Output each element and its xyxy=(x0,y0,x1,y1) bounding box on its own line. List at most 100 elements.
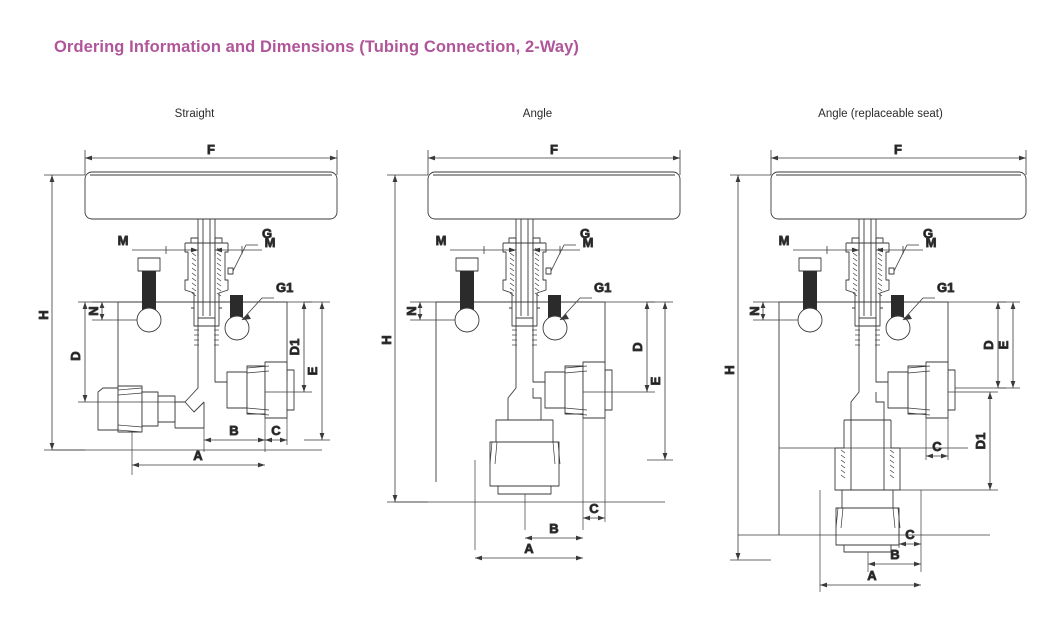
dim-label-C-mid: C xyxy=(932,439,942,454)
valve-bonnet xyxy=(184,237,234,309)
dim-label-H: H xyxy=(36,310,51,319)
diagram-panel-angle-replaceable-seat: Angle (replaceable seat) F xyxy=(708,100,1053,600)
dim-label-D: D xyxy=(630,342,645,351)
dim-E xyxy=(647,301,673,461)
dim-G-leader xyxy=(893,244,919,272)
dim-A xyxy=(132,462,265,468)
tube-fitting-right xyxy=(226,361,295,419)
dim-M-right xyxy=(532,243,580,256)
side-port-left xyxy=(136,257,162,333)
dim-label-H: H xyxy=(379,335,394,344)
tube-fitting-bottom xyxy=(835,489,901,553)
dim-E xyxy=(304,301,330,441)
valve-drawing-straight: F xyxy=(22,130,367,600)
dim-H xyxy=(730,174,771,561)
side-port-left xyxy=(797,257,823,333)
tube-fitting-right xyxy=(887,361,956,419)
dim-G-leader xyxy=(550,244,576,272)
dim-extension-bottom xyxy=(738,490,990,592)
dim-M-right xyxy=(214,243,262,256)
dim-C-mid xyxy=(926,453,948,459)
dim-extension-bottom xyxy=(395,418,665,550)
dim-D xyxy=(583,301,655,393)
dim-label-G: G xyxy=(580,226,590,241)
dim-G1-leader xyxy=(559,297,592,321)
dim-label-B: B xyxy=(229,423,238,438)
dim-label-C: C xyxy=(589,501,599,516)
dim-label-D1: D1 xyxy=(287,339,302,356)
dim-label-M-left: M xyxy=(436,233,447,248)
dim-G1-leader xyxy=(241,297,274,321)
flow-passage-straight xyxy=(174,370,227,429)
side-port-left xyxy=(454,257,480,333)
dim-label-B: B xyxy=(549,521,558,536)
dim-label-F: F xyxy=(207,142,215,157)
dim-label-F: F xyxy=(550,142,558,157)
valve-drawing-angle: F xyxy=(365,130,710,600)
dim-F xyxy=(427,150,681,175)
dim-C-bottom xyxy=(899,541,921,547)
valve-stem xyxy=(858,219,877,322)
valve-stem xyxy=(197,219,216,322)
dim-G1-leader xyxy=(902,297,935,321)
dim-label-C-bottom: C xyxy=(905,527,915,542)
dim-label-M-right: M xyxy=(926,235,937,250)
dim-label-A: A xyxy=(524,541,534,556)
dim-label-C: C xyxy=(271,423,281,438)
handle-bar xyxy=(84,171,338,220)
dim-label-D: D xyxy=(68,351,83,360)
dim-M-right xyxy=(875,243,923,256)
dim-label-M-right: M xyxy=(265,235,276,250)
dim-label-M-left: M xyxy=(118,233,129,248)
dim-M-left xyxy=(450,243,517,256)
handle-bar xyxy=(770,171,1027,220)
dim-B xyxy=(525,535,583,541)
dim-label-N: N xyxy=(86,306,101,315)
dim-B xyxy=(868,561,921,567)
dim-G-leader xyxy=(232,244,258,272)
dim-label-H: H xyxy=(722,365,737,374)
dim-label-B: B xyxy=(890,547,899,562)
dim-D xyxy=(948,301,1006,389)
side-port-right xyxy=(885,295,911,341)
dim-label-F: F xyxy=(894,142,902,157)
dim-label-G: G xyxy=(262,226,272,241)
dim-extension-mid xyxy=(779,418,968,460)
dim-A xyxy=(820,582,921,588)
dim-label-A: A xyxy=(867,568,877,583)
side-port-right xyxy=(542,295,568,341)
valve-bonnet xyxy=(502,237,552,309)
page-title: Ordering Information and Dimensions (Tub… xyxy=(54,38,580,56)
dim-H xyxy=(387,174,428,503)
dim-A xyxy=(475,555,583,561)
dim-M-left xyxy=(793,243,860,256)
dim-B xyxy=(204,437,265,443)
panel-title-angle: Angle xyxy=(522,108,553,120)
flow-passage-angle-seat xyxy=(850,370,888,421)
dim-label-A: A xyxy=(193,448,203,463)
dim-label-M-right: M xyxy=(583,235,594,250)
dim-C xyxy=(583,515,605,521)
tube-fitting-right xyxy=(544,361,613,419)
diagram-panel-angle: Angle F xyxy=(365,100,710,600)
tube-fitting-left xyxy=(97,385,176,433)
dim-C xyxy=(265,437,287,443)
dim-label-G1: G1 xyxy=(594,280,611,295)
dim-label-D: D xyxy=(981,340,996,349)
flow-passage-angle xyxy=(507,370,545,421)
dim-label-D1: D1 xyxy=(973,433,988,450)
panel-title-angle-replaceable-seat: Angle (replaceable seat) xyxy=(818,108,943,120)
dim-label-N: N xyxy=(747,306,762,315)
dim-label-E: E xyxy=(305,366,320,375)
dim-N xyxy=(753,301,798,321)
dim-M-left xyxy=(132,243,199,256)
replaceable-seat-section xyxy=(834,419,901,491)
tube-fitting-bottom xyxy=(489,419,561,495)
panel-title-straight: Straight xyxy=(174,108,215,120)
dim-label-G: G xyxy=(923,226,933,241)
dim-E xyxy=(998,301,1020,389)
dim-F xyxy=(84,150,338,175)
dim-D1 xyxy=(900,391,998,491)
valve-drawing-angle-replaceable-seat: F xyxy=(708,130,1053,600)
side-port-right xyxy=(224,295,250,341)
